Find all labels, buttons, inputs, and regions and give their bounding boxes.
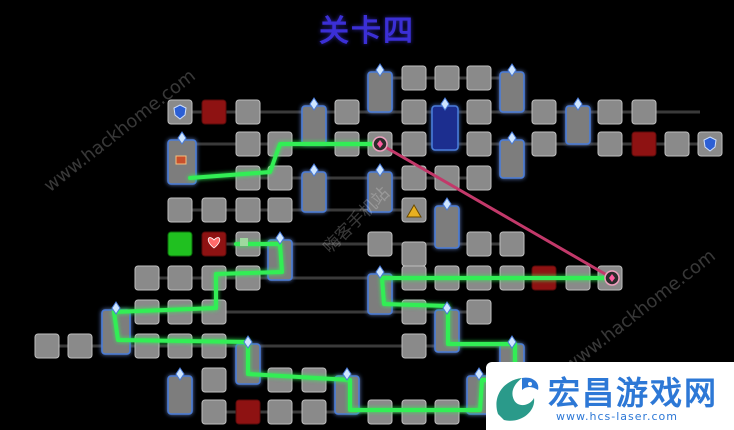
teleport-gem-icon-core [377, 140, 383, 148]
room-tile [67, 333, 93, 359]
room-tile [167, 299, 193, 325]
room-tile [466, 131, 492, 157]
room-tile [267, 197, 293, 223]
tall-room-tile [565, 105, 591, 145]
locked-room-tile [235, 399, 261, 425]
room-tile [201, 399, 227, 425]
room-tile [167, 197, 193, 223]
tall-room-tile [167, 375, 193, 415]
crystal-icon [275, 231, 285, 245]
room-tile [235, 197, 261, 223]
heart-icon [207, 237, 221, 249]
brand-banner [486, 362, 734, 430]
teleport-link-line [379, 142, 613, 280]
level-title: 关卡四 [319, 14, 415, 49]
crystal-icon [375, 63, 385, 77]
room-tile [597, 131, 623, 157]
tall-room-tile [499, 71, 525, 113]
room-tile [201, 367, 227, 393]
room-tile [531, 99, 557, 125]
crystal-icon [573, 97, 583, 111]
room-tile [235, 265, 261, 291]
crystal-icon [175, 367, 185, 381]
tall-room-tile [367, 71, 393, 113]
crystal-icon [442, 197, 452, 211]
room-tile [167, 265, 193, 291]
crystal-icon [507, 63, 517, 77]
tall-room-tile [301, 105, 327, 145]
room-tile [466, 99, 492, 125]
locked-room-tile [631, 131, 657, 157]
room-tile [134, 265, 160, 291]
room-tile [267, 399, 293, 425]
room-tile [401, 99, 427, 125]
room-tile [301, 399, 327, 425]
crystal-icon [243, 335, 253, 349]
start-room-tile [167, 231, 193, 257]
room-tile [267, 165, 293, 191]
room-tile [466, 65, 492, 91]
tall-room-tile [434, 205, 460, 249]
crystal-icon [442, 301, 452, 315]
chest-icon [175, 155, 187, 165]
locked-room-tile [201, 99, 227, 125]
room-tile [201, 333, 227, 359]
room-tile [334, 99, 360, 125]
room-tile [664, 131, 690, 157]
room-tile [401, 65, 427, 91]
crystal-icon [375, 163, 385, 177]
room-tile [235, 165, 261, 191]
room-tile [235, 99, 261, 125]
brand-url: www.hcs-laser.com [556, 410, 678, 423]
room-tile [401, 241, 427, 267]
room-tile [631, 99, 657, 125]
brand-logo-icon [496, 377, 539, 421]
room-tile [267, 367, 293, 393]
room-tile [235, 131, 261, 157]
crystal-icon [440, 97, 450, 111]
room-tile [201, 197, 227, 223]
room-tile [167, 333, 193, 359]
crystal-icon [177, 131, 187, 145]
crystal-icon [309, 163, 319, 177]
brand-name: 宏昌游戏网 [548, 374, 719, 412]
crystal-icon [507, 131, 517, 145]
warning-icon [406, 204, 422, 218]
room-tile [401, 131, 427, 157]
room-tile [401, 165, 427, 191]
green-route-path [188, 142, 382, 180]
crystal-icon [111, 301, 121, 315]
highlight-room-tile [431, 105, 459, 151]
room-tile [597, 99, 623, 125]
crystal-icon [309, 97, 319, 111]
crystal-icon [474, 367, 484, 381]
room-tile [466, 165, 492, 191]
room-tile [34, 333, 60, 359]
teleport-gem-icon-core [609, 274, 615, 282]
room-tile [401, 333, 427, 359]
tall-room-tile [499, 139, 525, 179]
room-tile [434, 165, 460, 191]
room-tile [466, 231, 492, 257]
door-icon [240, 238, 248, 246]
room-tile [134, 333, 160, 359]
crystal-icon [342, 367, 352, 381]
room-tile [499, 231, 525, 257]
room-tile [367, 231, 393, 257]
room-tile [434, 65, 460, 91]
map-markers [111, 63, 717, 381]
shield-icon [703, 136, 717, 152]
tall-room-tile [301, 171, 327, 213]
room-tile [466, 299, 492, 325]
crystal-icon [375, 265, 385, 279]
room-tile [531, 131, 557, 157]
shield-icon [173, 104, 187, 120]
crystal-icon [507, 335, 517, 349]
